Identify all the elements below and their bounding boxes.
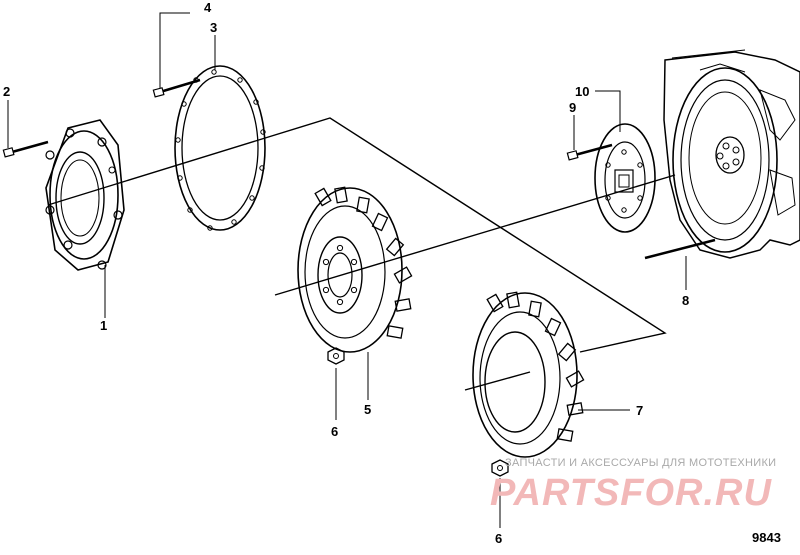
axis-line-upper [47,117,667,353]
callout-2: 2 [3,84,10,99]
hub-plate-part-10 [594,123,656,233]
callout-10: 10 [575,84,589,99]
watermark: ЗАПЧАСТИ И АКСЕССУАРЫ ДЛЯ МОТОТЕХНИКИ PA… [490,457,776,514]
leader-lines [7,12,687,528]
coupler-part-5 [297,186,413,353]
gasket-part-3 [174,65,266,231]
housing-part-1 [45,119,125,271]
axis-line-plate-7 [464,371,531,391]
nut-part-6-upper [327,347,345,365]
callout-1: 1 [100,318,107,333]
callout-5: 5 [364,402,371,417]
callout-labels: 1 2 3 4 5 6 6 7 8 9 10 [3,0,689,546]
callout-4: 4 [204,0,212,15]
axis-line-lower [274,174,676,296]
callout-7: 7 [636,403,643,418]
callout-6-upper: 6 [331,424,338,439]
nut-part-6-lower [491,459,509,477]
bolt-part-4 [152,78,201,98]
callout-9: 9 [569,100,576,115]
callout-8: 8 [682,293,689,308]
callout-6-lower: 6 [495,531,502,546]
watermark-logo: PARTSFOR.RU [490,472,772,514]
bolt-part-9 [566,143,613,161]
engine-bell-housing [663,49,800,259]
bolt-part-2 [2,140,49,158]
stud-part-8 [644,238,716,260]
callout-3: 3 [210,20,217,35]
figure-number: 9843 [752,530,781,545]
watermark-tagline: ЗАПЧАСТИ И АКСЕССУАРЫ ДЛЯ МОТОТЕХНИКИ [505,457,776,469]
coupler-plate-part-7 [472,291,585,458]
axis-lines [47,117,676,391]
